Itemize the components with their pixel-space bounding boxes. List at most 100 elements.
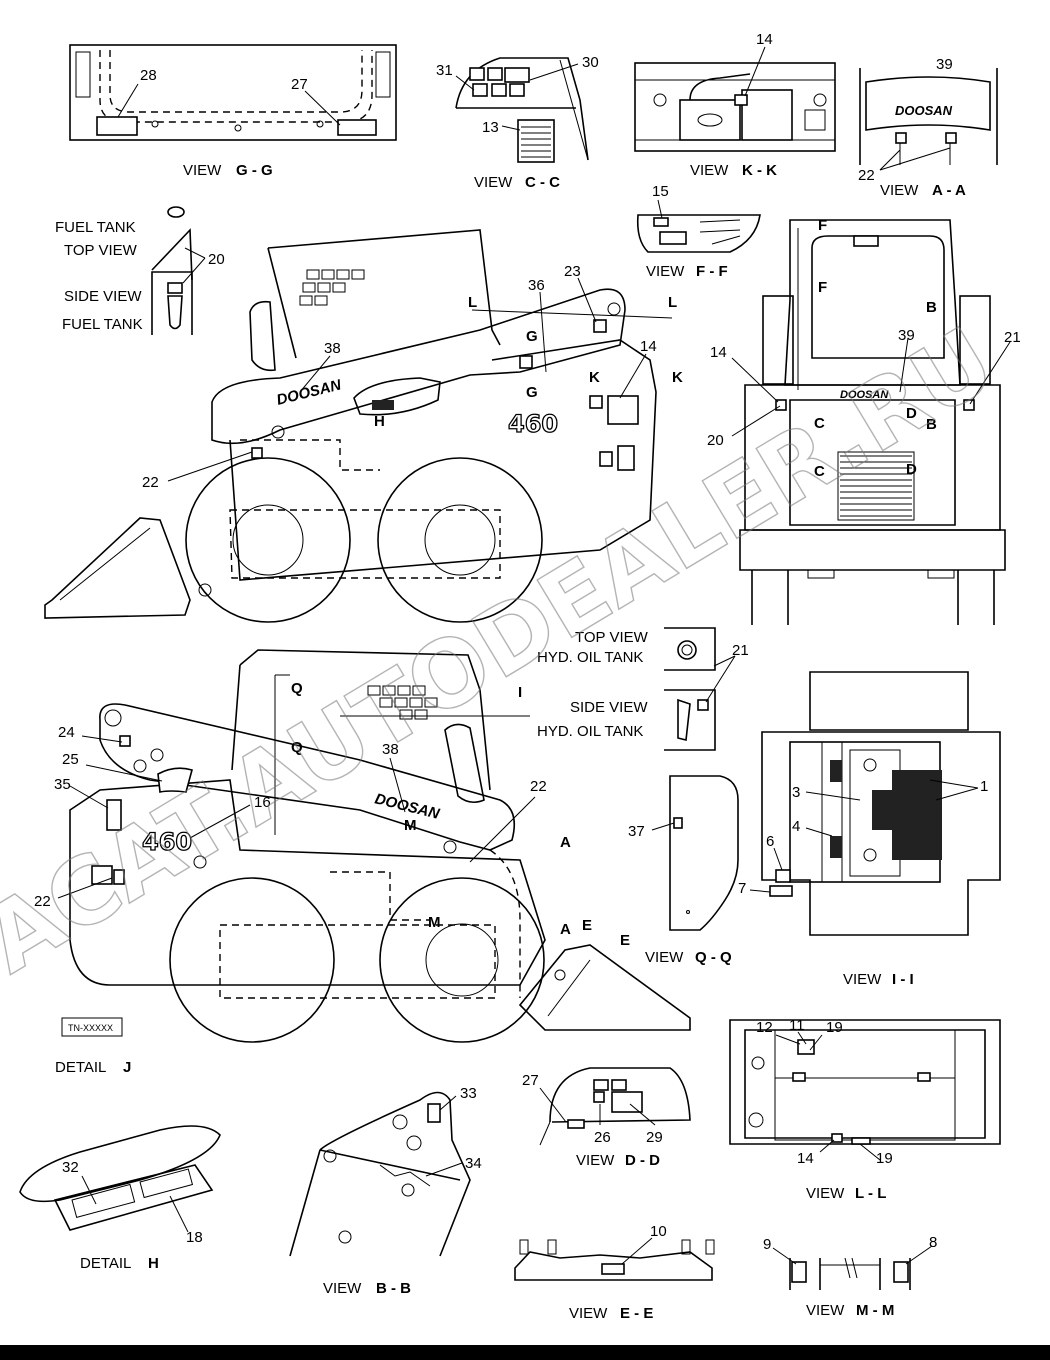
view-a-a-name: A - A bbox=[932, 182, 966, 199]
view-g-g: 28 27 VIEW G - G bbox=[69, 44, 397, 179]
section-d-upper: D bbox=[906, 405, 917, 422]
section-a-upper: A bbox=[560, 834, 571, 851]
section-f-lower: F bbox=[818, 279, 827, 296]
callout-36: 36 bbox=[528, 277, 545, 294]
callout-8: 8 bbox=[929, 1234, 937, 1251]
view-f-f-prefix: VIEW bbox=[646, 263, 685, 280]
section-d-lower: D bbox=[906, 461, 917, 478]
view-k-k-name: K - K bbox=[742, 162, 777, 179]
view-q-q-name: Q - Q bbox=[695, 949, 732, 966]
fuel-tank-side-line1: SIDE VIEW bbox=[64, 288, 142, 305]
callout-37: 37 bbox=[628, 823, 645, 840]
view-l-l-name: L - L bbox=[855, 1185, 886, 1202]
callout-21-rear: 21 bbox=[1004, 329, 1021, 346]
callout-19-bottom: 19 bbox=[876, 1150, 893, 1167]
right-model-badge: 460 bbox=[142, 828, 192, 856]
view-d-d: 27 26 29 VIEW D - D bbox=[522, 1067, 691, 1169]
view-q-q: 37 VIEW Q - Q bbox=[628, 775, 739, 966]
callout-13: 13 bbox=[482, 119, 499, 136]
hyd-tank-views: TOP VIEW HYD. OIL TANK SIDE VIEW HYD. OI… bbox=[537, 627, 749, 751]
section-k-left: K bbox=[589, 369, 600, 386]
left-model-badge: 460 bbox=[508, 410, 558, 438]
callout-12: 12 bbox=[756, 1019, 773, 1036]
loader-side-view-right: DOOSAN 460 Q Q I M M A A E bbox=[34, 649, 691, 1043]
callout-6: 6 bbox=[766, 833, 774, 850]
callout-26: 26 bbox=[594, 1129, 611, 1146]
view-a-a: DOOSAN 39 22 VIEW A - A bbox=[858, 56, 998, 199]
section-e-right: E bbox=[620, 932, 630, 949]
view-l-l-prefix: VIEW bbox=[806, 1185, 845, 1202]
view-c-c-prefix: VIEW bbox=[474, 174, 513, 191]
callout-4: 4 bbox=[792, 818, 800, 835]
callout-14-ll: 14 bbox=[797, 1150, 814, 1167]
callout-38-right: 38 bbox=[382, 741, 399, 758]
view-b-b: 33 34 VIEW B - B bbox=[289, 1085, 482, 1297]
callout-23: 23 bbox=[564, 263, 581, 280]
section-e-left: E bbox=[582, 917, 592, 934]
a-a-brand-logo: DOOSAN bbox=[895, 103, 953, 118]
view-m-m: 9 8 VIEW M - M bbox=[763, 1234, 937, 1319]
section-k-right: K bbox=[672, 369, 683, 386]
view-f-f-name: F - F bbox=[696, 263, 728, 280]
callout-39-rear: 39 bbox=[898, 327, 915, 344]
callout-18: 18 bbox=[186, 1229, 203, 1246]
callout-20-rear: 20 bbox=[707, 432, 724, 449]
bottom-border-bar bbox=[0, 1345, 1050, 1360]
callout-21-hyd: 21 bbox=[732, 642, 749, 659]
view-g-g-name: G - G bbox=[236, 162, 273, 179]
section-l-right: L bbox=[668, 294, 677, 311]
view-k-k: 14 VIEW K - K bbox=[634, 31, 836, 179]
callout-31: 31 bbox=[436, 62, 453, 79]
hyd-tank-top-line2: HYD. OIL TANK bbox=[537, 649, 643, 666]
section-g-lower: G bbox=[526, 384, 538, 401]
view-i-i-prefix: VIEW bbox=[843, 971, 882, 988]
view-e-e-prefix: VIEW bbox=[569, 1305, 608, 1322]
section-a-lower: A bbox=[560, 921, 571, 938]
callout-14-kk: 14 bbox=[756, 31, 773, 48]
section-g-upper: G bbox=[526, 328, 538, 345]
section-i: I bbox=[518, 684, 522, 701]
view-b-b-prefix: VIEW bbox=[323, 1280, 362, 1297]
callout-38-left: 38 bbox=[324, 340, 341, 357]
section-c-lower: C bbox=[814, 463, 825, 480]
section-m-lower: M bbox=[428, 914, 441, 931]
callout-10: 10 bbox=[650, 1223, 667, 1240]
view-m-m-name: M - M bbox=[856, 1302, 894, 1319]
callout-14-left: 14 bbox=[640, 338, 657, 355]
view-b-b-name: B - B bbox=[376, 1280, 411, 1297]
callout-22-right: 22 bbox=[530, 778, 547, 795]
view-k-k-prefix: VIEW bbox=[690, 162, 729, 179]
hyd-tank-top-line1: TOP VIEW bbox=[575, 629, 649, 646]
detail-h-name: H bbox=[148, 1255, 159, 1272]
detail-h-prefix: DETAIL bbox=[80, 1255, 131, 1272]
section-l-left: L bbox=[468, 294, 477, 311]
section-c-upper: C bbox=[814, 415, 825, 432]
view-g-g-prefix: VIEW bbox=[183, 162, 222, 179]
section-q-lower: Q bbox=[291, 739, 303, 756]
view-f-f: 15 VIEW F - F bbox=[636, 183, 761, 280]
callout-34: 34 bbox=[465, 1155, 482, 1172]
callout-27-dd: 27 bbox=[522, 1072, 539, 1089]
callout-22-aa: 22 bbox=[858, 167, 875, 184]
section-q-upper: Q bbox=[291, 680, 303, 697]
view-q-q-prefix: VIEW bbox=[645, 949, 684, 966]
callout-19-top: 19 bbox=[826, 1019, 843, 1036]
callout-20-fuel: 20 bbox=[208, 251, 225, 268]
callout-28: 28 bbox=[140, 67, 157, 84]
callout-30: 30 bbox=[582, 54, 599, 71]
callout-1: 1 bbox=[980, 778, 988, 795]
detail-h: 32 18 DETAIL H bbox=[19, 1125, 221, 1272]
fuel-tank-top-line2: TOP VIEW bbox=[64, 242, 138, 259]
detail-j: TN-XXXXX DETAIL J bbox=[55, 1017, 131, 1076]
view-i-i-name: I - I bbox=[892, 971, 914, 988]
callout-35: 35 bbox=[54, 776, 71, 793]
view-e-e: 10 VIEW E - E bbox=[514, 1223, 715, 1322]
view-c-c-name: C - C bbox=[525, 174, 560, 191]
hyd-tank-side-line1: SIDE VIEW bbox=[570, 699, 648, 716]
callout-22-left: 22 bbox=[142, 474, 159, 491]
fuel-tank-side-line2: FUEL TANK bbox=[62, 316, 143, 333]
view-d-d-name: D - D bbox=[625, 1152, 660, 1169]
detail-j-prefix: DETAIL bbox=[55, 1059, 106, 1076]
callout-25: 25 bbox=[62, 751, 79, 768]
